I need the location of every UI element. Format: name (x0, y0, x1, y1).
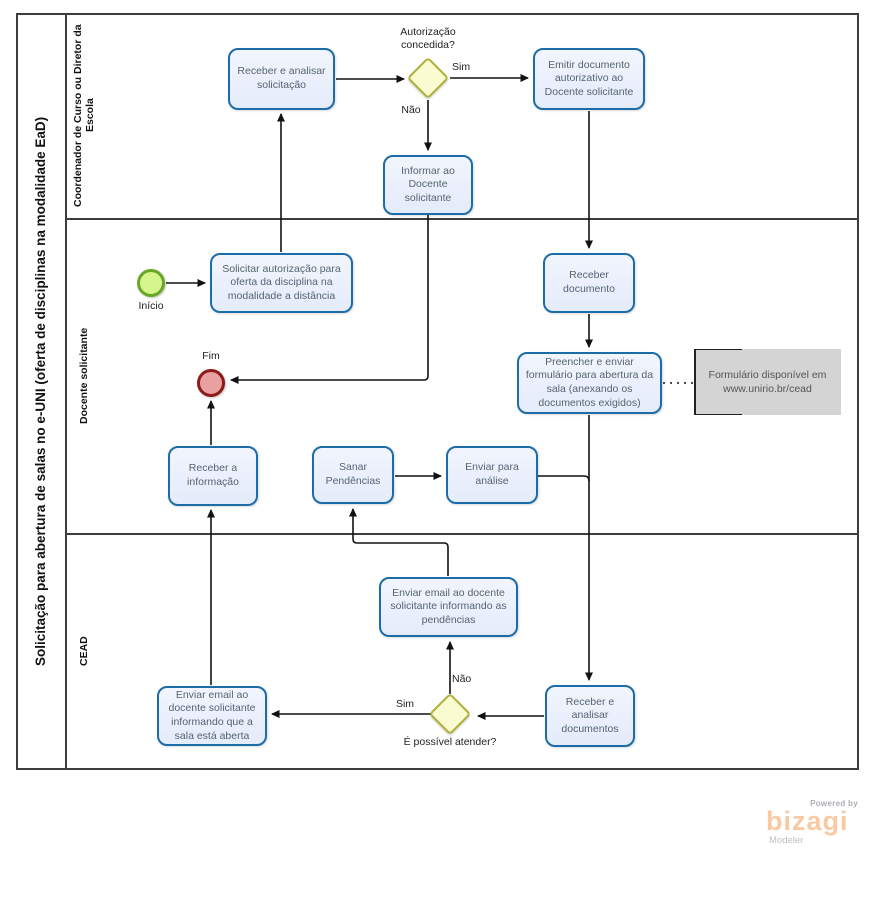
pool-title-divider (65, 13, 67, 770)
start-event[interactable] (137, 269, 165, 297)
pool-title: Solicitação para abertura de salas no e-… (33, 116, 49, 667)
lane-label-coordenador: Coordenador de Curso ou Diretor da Escol… (71, 24, 96, 207)
end-event-label: Fim (202, 350, 220, 362)
task-sanar-pendencias[interactable]: Sanar Pendências (312, 446, 394, 504)
powered-by-text: Powered by (810, 799, 858, 808)
task-receber-analisar-documentos[interactable]: Receber e analisar documentos (545, 685, 635, 747)
gateway-autorizacao-question: Autorização concedida? (400, 26, 456, 51)
annotation-bracket (694, 349, 742, 415)
task-emitir-documento[interactable]: Emitir documento autorizativo ao Docente… (533, 48, 645, 110)
label-sim-possivel: Sim (395, 698, 415, 710)
gateway-possivel-question: É possível atender? (403, 736, 497, 748)
bizagi-modeler-text: Modeler (769, 835, 804, 846)
task-enviar-email-sala-aberta[interactable]: Enviar email ao docente solicitante info… (157, 686, 267, 746)
label-nao-autorizacao: Não (401, 104, 421, 116)
label-nao-possivel: Não (452, 673, 472, 685)
task-receber-analisar-solicitacao[interactable]: Receber e analisar solicitação (228, 48, 335, 110)
task-enviar-email-pendencias[interactable]: Enviar email ao docente solicitante info… (379, 577, 518, 637)
task-informar-docente[interactable]: Informar ao Docente solicitante (383, 155, 473, 215)
lane-divider-1 (66, 218, 859, 220)
bizagi-logo: Powered by bizagi Modeler (766, 799, 858, 846)
end-event[interactable] (197, 369, 225, 397)
pool-border (16, 13, 859, 770)
label-sim-autorizacao: Sim (452, 61, 471, 73)
task-enviar-para-analise[interactable]: Enviar para análise (446, 446, 538, 504)
start-event-label: Início (138, 300, 164, 312)
task-receber-documento[interactable]: Receber documento (543, 253, 635, 313)
lane-label-cead: CEAD (77, 636, 90, 667)
task-preencher-enviar-formulario[interactable]: Preencher e enviar formulário para abert… (517, 352, 662, 414)
task-receber-informacao[interactable]: Receber a informação (168, 446, 258, 506)
lane-divider-2 (66, 533, 859, 535)
bizagi-brand-text: bizagi (766, 806, 849, 836)
annotation-formulario[interactable]: Formulário disponível em www.unirio.br/c… (694, 349, 841, 415)
task-solicitar-autorizacao[interactable]: Solicitar autorização para oferta da dis… (210, 253, 353, 313)
lane-label-docente: Docente solicitante (77, 327, 90, 424)
